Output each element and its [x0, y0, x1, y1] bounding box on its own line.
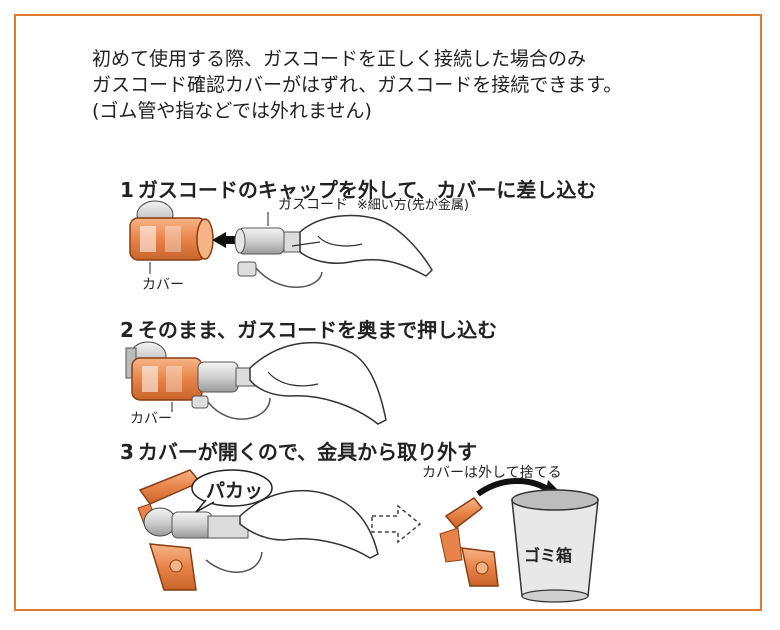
- step1-illustration: [129, 200, 433, 288]
- intro-line-3: (ゴム管や指などでは外れません): [92, 100, 372, 122]
- step3-illustration: [137, 469, 599, 603]
- intro-line-2: ガスコード確認カバーがはずれ、ガスコードを接続できます。: [92, 74, 623, 96]
- trash-label: ゴミ箱: [524, 546, 573, 565]
- step-1-text: ガスコードのキャップを外して、カバーに差し込む: [137, 178, 597, 202]
- cover-label-2: カバー: [130, 411, 172, 427]
- step-1-number: 1: [120, 178, 134, 202]
- arrow-curve-icon: [476, 478, 554, 497]
- discard-label: カバーは外して捨てる: [422, 465, 562, 481]
- gas-cord-note: ※細い方(先が金属): [356, 198, 469, 213]
- gas-cord-text: ガスコード: [278, 197, 348, 213]
- speech-bubble-icon: [191, 469, 273, 507]
- arrow-right-icon: [371, 504, 422, 544]
- step-2-text: そのまま、ガスコードを奥まで押し込む: [137, 318, 498, 342]
- cover-label-1: カバー: [142, 277, 184, 293]
- step-3-number: 3: [120, 440, 134, 464]
- gas-cord-label: ガスコード ※細い方(先が金属): [278, 194, 469, 214]
- pakatt-text: パカッ: [206, 480, 264, 502]
- step2-illustration: [125, 341, 387, 425]
- arrow-left-icon: [212, 232, 240, 248]
- intro-line-1: 初めて使用する際、ガスコードを正しく接続した場合のみ: [92, 48, 587, 70]
- step-2-number: 2: [120, 318, 134, 342]
- intro-text: 初めて使用する際、ガスコードを正しく接続した場合のみ ガスコード確認カバーがはず…: [92, 46, 622, 124]
- content-frame: [14, 14, 762, 611]
- step-3-text: カバーが開くので、金具から取り外す: [137, 440, 478, 464]
